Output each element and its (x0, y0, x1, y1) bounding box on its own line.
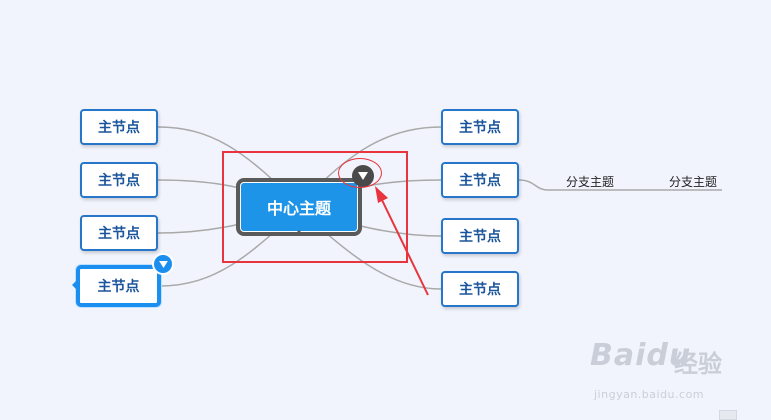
main-node-right-1[interactable]: 主节点 (441, 109, 519, 145)
subtopic-1[interactable]: 分支主题 (566, 175, 615, 189)
main-node-left-2[interactable]: 主节点 (80, 162, 158, 198)
watermark-label: 经验 (674, 350, 722, 378)
main-node-right-2[interactable]: 主节点 (441, 162, 519, 198)
scroll-corner[interactable] (719, 410, 737, 420)
selection-notch (72, 279, 78, 291)
watermark-logo: Baidu (590, 338, 692, 373)
main-node-left-3[interactable]: 主节点 (80, 215, 158, 251)
main-node-label: 主节点 (97, 279, 140, 295)
annotation-highlight-ellipse (338, 158, 382, 188)
subtopic-2[interactable]: 分支主题 (669, 175, 718, 189)
main-node-right-3[interactable]: 主节点 (441, 218, 519, 254)
collapse-toggle-icon-selected[interactable] (152, 253, 174, 275)
connector-subtopic (518, 179, 722, 191)
annotation-arrow-head (375, 186, 388, 203)
watermark-url: jingyan.baidu.com (594, 388, 705, 401)
triangle-down-icon (158, 260, 168, 268)
annotation-arrow-line (380, 197, 429, 296)
main-node-left-4-selected[interactable]: 主节点 (72, 265, 161, 307)
central-topic[interactable]: 中心主题 (241, 183, 357, 231)
central-topic-caret (293, 230, 305, 236)
main-node-right-4[interactable]: 主节点 (441, 271, 519, 307)
baidu-jingyan-watermark: Baidu 经验 jingyan.baidu.com (590, 338, 740, 408)
annotation-highlight-rectangle (222, 151, 408, 263)
main-node-left-1[interactable]: 主节点 (80, 109, 158, 145)
